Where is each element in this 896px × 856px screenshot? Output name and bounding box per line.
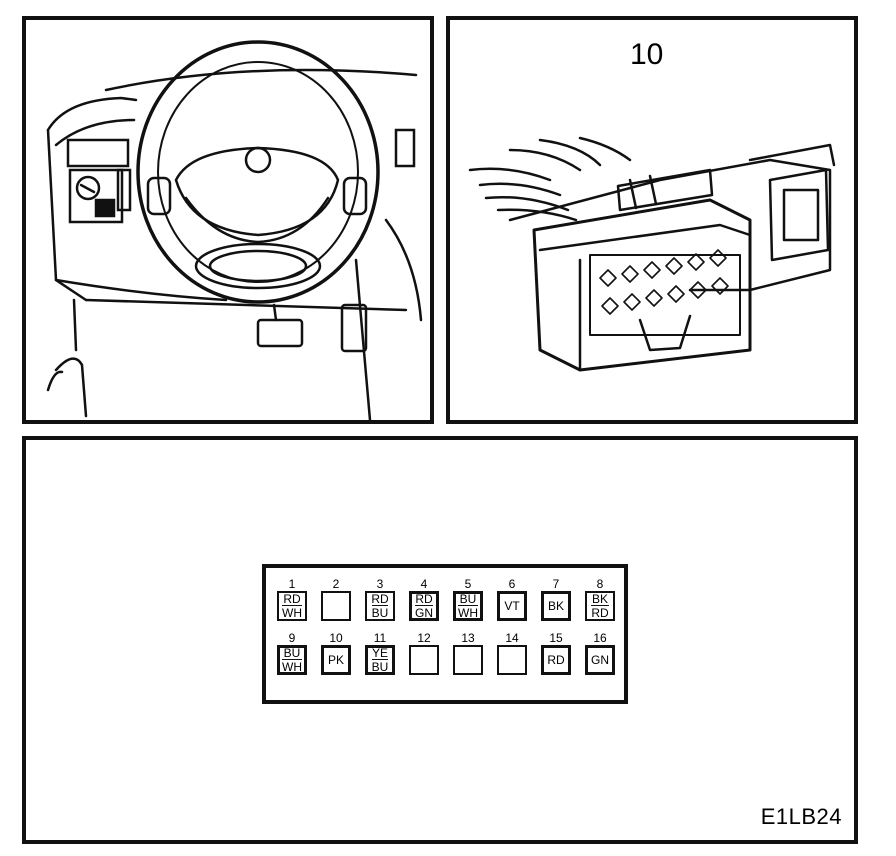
pin-cavity — [497, 645, 527, 675]
pin-cavity: GN — [585, 645, 615, 675]
wire-color-label: YE — [371, 646, 388, 660]
wire-color-label: RD — [547, 653, 565, 667]
figure-code: E1LB24 — [760, 804, 842, 829]
pin-number: 7 — [552, 577, 560, 591]
pin-number: 3 — [376, 577, 384, 591]
wire-color-label: GN — [591, 653, 609, 667]
pin-number: 2 — [332, 577, 340, 591]
pin-number: 16 — [593, 631, 607, 645]
dashboard-illustration — [46, 40, 423, 420]
pin-number: 1 — [288, 577, 296, 591]
pin-13: 13 — [451, 632, 485, 675]
wire-color-label: WH — [282, 605, 302, 620]
wire-color-label: RD — [591, 605, 609, 620]
dashboard-location-panel — [22, 16, 434, 424]
pin-number: 13 — [461, 631, 475, 645]
wire-color-label: PK — [327, 653, 344, 667]
pin-cavity: PK — [321, 645, 351, 675]
pin-number: 6 — [508, 577, 516, 591]
pin-cavity — [409, 645, 439, 675]
pin-cavity: VT — [497, 591, 527, 621]
wire-color-label: GN — [415, 605, 433, 620]
wire-color-label: VT — [504, 599, 520, 613]
connector-illustration-panel: 10 — [446, 16, 858, 424]
pin-number: 8 — [596, 577, 604, 591]
pin-2: 2 — [319, 578, 353, 621]
pin-12: 12 — [407, 632, 441, 675]
wire-color-label: BU — [371, 659, 389, 674]
wire-color-label: WH — [282, 659, 302, 674]
connector-number: 10 — [630, 38, 664, 71]
pin-cavity: RD — [541, 645, 571, 675]
pin-number: 15 — [549, 631, 563, 645]
wire-color-label: BU — [459, 592, 477, 606]
pin-number: 9 — [288, 631, 296, 645]
wire-color-label: RD — [283, 592, 301, 606]
pin-number: 4 — [420, 577, 428, 591]
wire-color-label: BU — [371, 605, 389, 620]
wire-color-label: BK — [547, 599, 564, 613]
pin-number: 10 — [329, 631, 343, 645]
wire-color-label: BK — [591, 592, 608, 606]
pin-number: 5 — [464, 577, 472, 591]
pin-number: 14 — [505, 631, 519, 645]
pin-cavity — [321, 591, 351, 621]
wire-color-label: RD — [415, 592, 433, 606]
pin-number: 11 — [373, 631, 387, 645]
wire-color-label: BU — [283, 646, 301, 660]
pin-number: 12 — [417, 631, 431, 645]
connector-illustration — [468, 136, 836, 372]
wire-color-label: RD — [371, 592, 389, 606]
wire-color-label: WH — [458, 605, 478, 620]
pin-cavity: BK — [541, 591, 571, 621]
pin-cavity — [453, 645, 483, 675]
pin-14: 14 — [495, 632, 529, 675]
